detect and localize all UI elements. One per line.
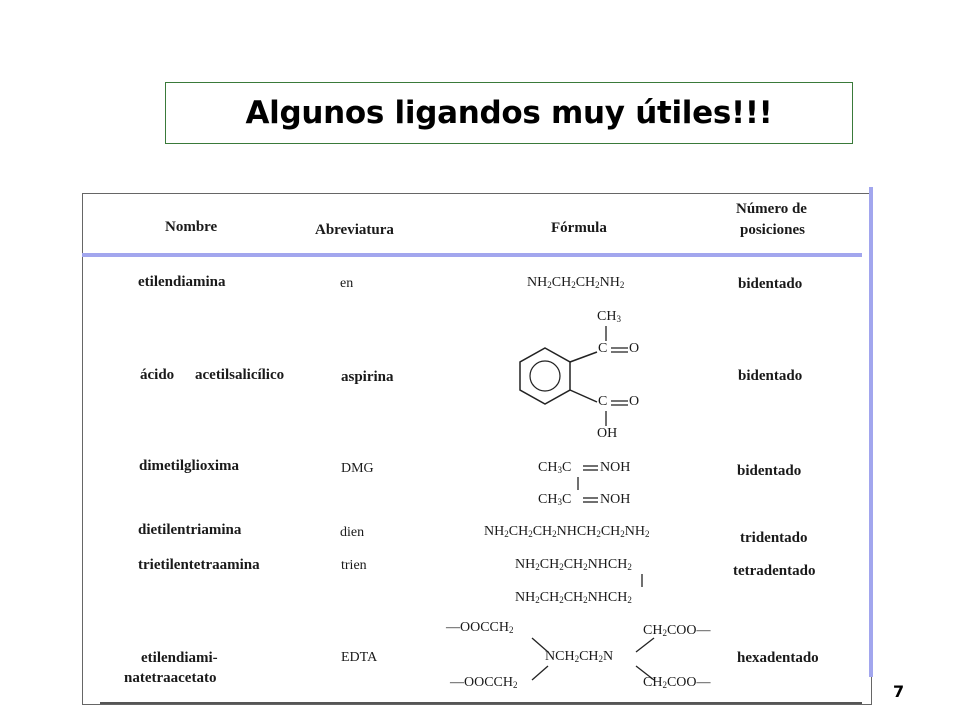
formula-trien-line1: NH2CH2CH2NHCH2 bbox=[515, 557, 632, 572]
row-name-natetraacetato: natetraacetato bbox=[124, 670, 217, 686]
edta-bonds bbox=[531, 637, 655, 681]
aspirin-bond-ch3 bbox=[605, 326, 607, 341]
header-posiciones-line2: posiciones bbox=[740, 222, 806, 238]
row-pos-bidentado-2: bidentado bbox=[738, 368, 803, 384]
row-name-dimetilglioxima: dimetilglioxima bbox=[139, 458, 239, 474]
row-abbr-edta: EDTA bbox=[341, 650, 378, 665]
aspirin-o1: O bbox=[629, 341, 640, 356]
aspirin-oh: OH bbox=[597, 426, 618, 441]
dmg-line2: CH3C bbox=[538, 492, 572, 507]
row-name-etilendiamina: etilendiamina bbox=[138, 274, 226, 290]
row-name-etilendiami: etilendiami- bbox=[141, 650, 218, 666]
table-bottom-rule bbox=[100, 702, 862, 704]
row-pos-tridentado: tridentado bbox=[740, 530, 808, 546]
edta-top-left: —OOCCH2 bbox=[446, 620, 514, 635]
row-pos-bidentado-3: bidentado bbox=[737, 463, 802, 479]
dmg-double-bond-1 bbox=[583, 465, 598, 471]
header-abreviatura: Abreviatura bbox=[315, 222, 394, 238]
dmg-line1: CH3C bbox=[538, 460, 572, 475]
row-abbr-trien: trien bbox=[341, 558, 367, 573]
edta-top-right: CH2COO— bbox=[643, 623, 711, 638]
row-name-acido: ácido bbox=[140, 367, 175, 383]
dmg-bond-vertical bbox=[577, 477, 579, 490]
dmg-noh-2: NOH bbox=[600, 492, 631, 507]
row-name-acetilsalicilico: acetilsalicílico bbox=[195, 367, 285, 383]
row-pos-hexadentado: hexadentado bbox=[737, 650, 819, 666]
dmg-noh-1: NOH bbox=[600, 460, 631, 475]
formula-en: NH2CH2CH2NH2 bbox=[527, 275, 625, 290]
row-abbr-en: en bbox=[340, 276, 354, 291]
header-formula: Fórmula bbox=[551, 220, 607, 236]
edta-bottom-left: —OOCCH2 bbox=[450, 675, 518, 690]
aspirin-bond-oh bbox=[605, 411, 607, 426]
header-separator-line bbox=[82, 253, 862, 257]
header-nombre: Nombre bbox=[165, 219, 218, 235]
formula-dien: NH2CH2CH2NHCH2CH2NH2 bbox=[484, 524, 650, 539]
header-posiciones-line1: Número de bbox=[736, 201, 807, 217]
edta-bottom-right: CH2COO— bbox=[643, 675, 711, 690]
row-abbr-dmg: DMG bbox=[341, 461, 374, 476]
row-name-trietilentetraamina: trietilentetraamina bbox=[138, 557, 260, 573]
vertical-accent-line bbox=[869, 187, 873, 677]
benzene-ring-structure bbox=[519, 347, 598, 405]
edta-center: NCH2CH2N bbox=[545, 649, 614, 664]
trien-bond-vertical bbox=[641, 574, 643, 587]
dmg-double-bond-2 bbox=[583, 497, 598, 503]
aspirin-double-bond-2 bbox=[611, 400, 628, 406]
ligand-table-image bbox=[82, 193, 872, 705]
title-box: Algunos ligandos muy útiles!!! bbox=[165, 82, 853, 144]
row-pos-tetradentado: tetradentado bbox=[733, 563, 816, 579]
aspirin-c1: C bbox=[598, 341, 608, 356]
aspirin-ch3: CH3 bbox=[597, 309, 621, 324]
page-title: Algunos ligandos muy útiles!!! bbox=[245, 95, 773, 131]
row-pos-bidentado-1: bidentado bbox=[738, 276, 803, 292]
aspirin-double-bond-1 bbox=[611, 347, 628, 353]
row-name-dietilentriamina: dietilentriamina bbox=[138, 522, 242, 538]
row-abbr-aspirina: aspirina bbox=[341, 369, 394, 385]
aspirin-o2: O bbox=[629, 394, 640, 409]
aspirin-c2: C bbox=[598, 394, 608, 409]
formula-trien-line2: NH2CH2CH2NHCH2 bbox=[515, 590, 632, 605]
row-abbr-dien: dien bbox=[340, 525, 365, 540]
page-number: 7 bbox=[893, 682, 905, 701]
